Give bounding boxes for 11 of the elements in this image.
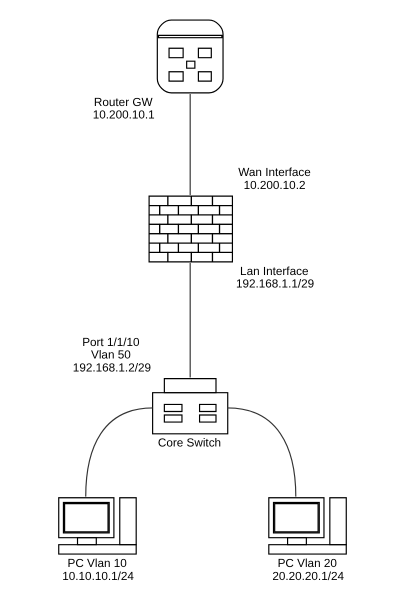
node-label: Port 1/1/10 Vlan 50 192.168.1.2/29 [72, 336, 152, 375]
node-label: Core Switch [158, 436, 222, 450]
connector [190, 263, 191, 378]
connector [190, 94, 191, 195]
node-label: Router GW 10.200.10.1 [92, 96, 155, 122]
node-label: Wan Interface 10.200.10.2 [238, 166, 311, 192]
node-label: PC Vlan 20 20.20.20.1/24 [272, 556, 344, 583]
node-label: PC Vlan 10 10.10.10.1/24 [62, 556, 134, 583]
node-label: Lan Interface 192.168.1.1/29 [236, 264, 314, 291]
connector [228, 407, 296, 497]
connector [85, 407, 153, 497]
